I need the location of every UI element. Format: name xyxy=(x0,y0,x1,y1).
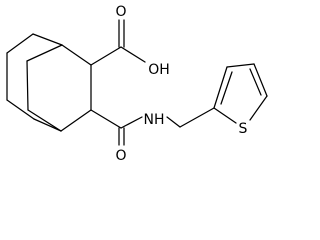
bond-th-c3-c2 xyxy=(213,66,228,109)
bond-c1-c2 xyxy=(61,44,92,66)
bond-bridge-top-left xyxy=(6,33,34,54)
thiophene-bonds xyxy=(213,63,268,124)
atom-label-amide-nh: NH xyxy=(144,112,165,128)
bond-amide-n xyxy=(120,116,143,129)
bond-back-vertical xyxy=(26,60,29,111)
bond-th-c2-s xyxy=(213,107,237,124)
chemical-structure: O OH NH O S xyxy=(6,4,268,164)
bond-c3-c4 xyxy=(60,109,92,132)
bond-carboxyl-oh xyxy=(120,46,146,63)
atom-label-amide-o: O xyxy=(115,148,126,164)
bond-ch2-thiophene xyxy=(179,107,215,128)
bond-th-c5-c4 xyxy=(253,63,268,97)
atom-label-carboxyl-o: O xyxy=(115,4,126,20)
bond-back-lower xyxy=(27,109,62,132)
bond-bridge-bottom xyxy=(33,118,62,132)
bond-th-s-c5 xyxy=(249,95,268,121)
bond-c2-carboxyl xyxy=(90,46,122,66)
bicyclooctane-bonds xyxy=(6,33,92,132)
structure-canvas: O OH NH O S xyxy=(6,4,268,164)
atom-label-carboxyl-oh: OH xyxy=(148,62,170,78)
bond-c3-amide xyxy=(90,109,122,129)
bond-n-ch2 xyxy=(166,116,181,128)
atom-label-thiophene-s: S xyxy=(239,121,248,137)
amide-bonds xyxy=(90,107,215,146)
bond-bridge-bottom-left xyxy=(6,99,35,120)
bond-th-c5-c4-inner xyxy=(249,68,262,96)
bond-th-c3-c2-inner xyxy=(220,71,233,105)
bond-back-upper xyxy=(26,44,63,62)
carboxylic-acid-bonds xyxy=(90,19,146,66)
bond-th-c4-c3 xyxy=(226,63,255,68)
bond-bridge-top xyxy=(32,33,63,46)
